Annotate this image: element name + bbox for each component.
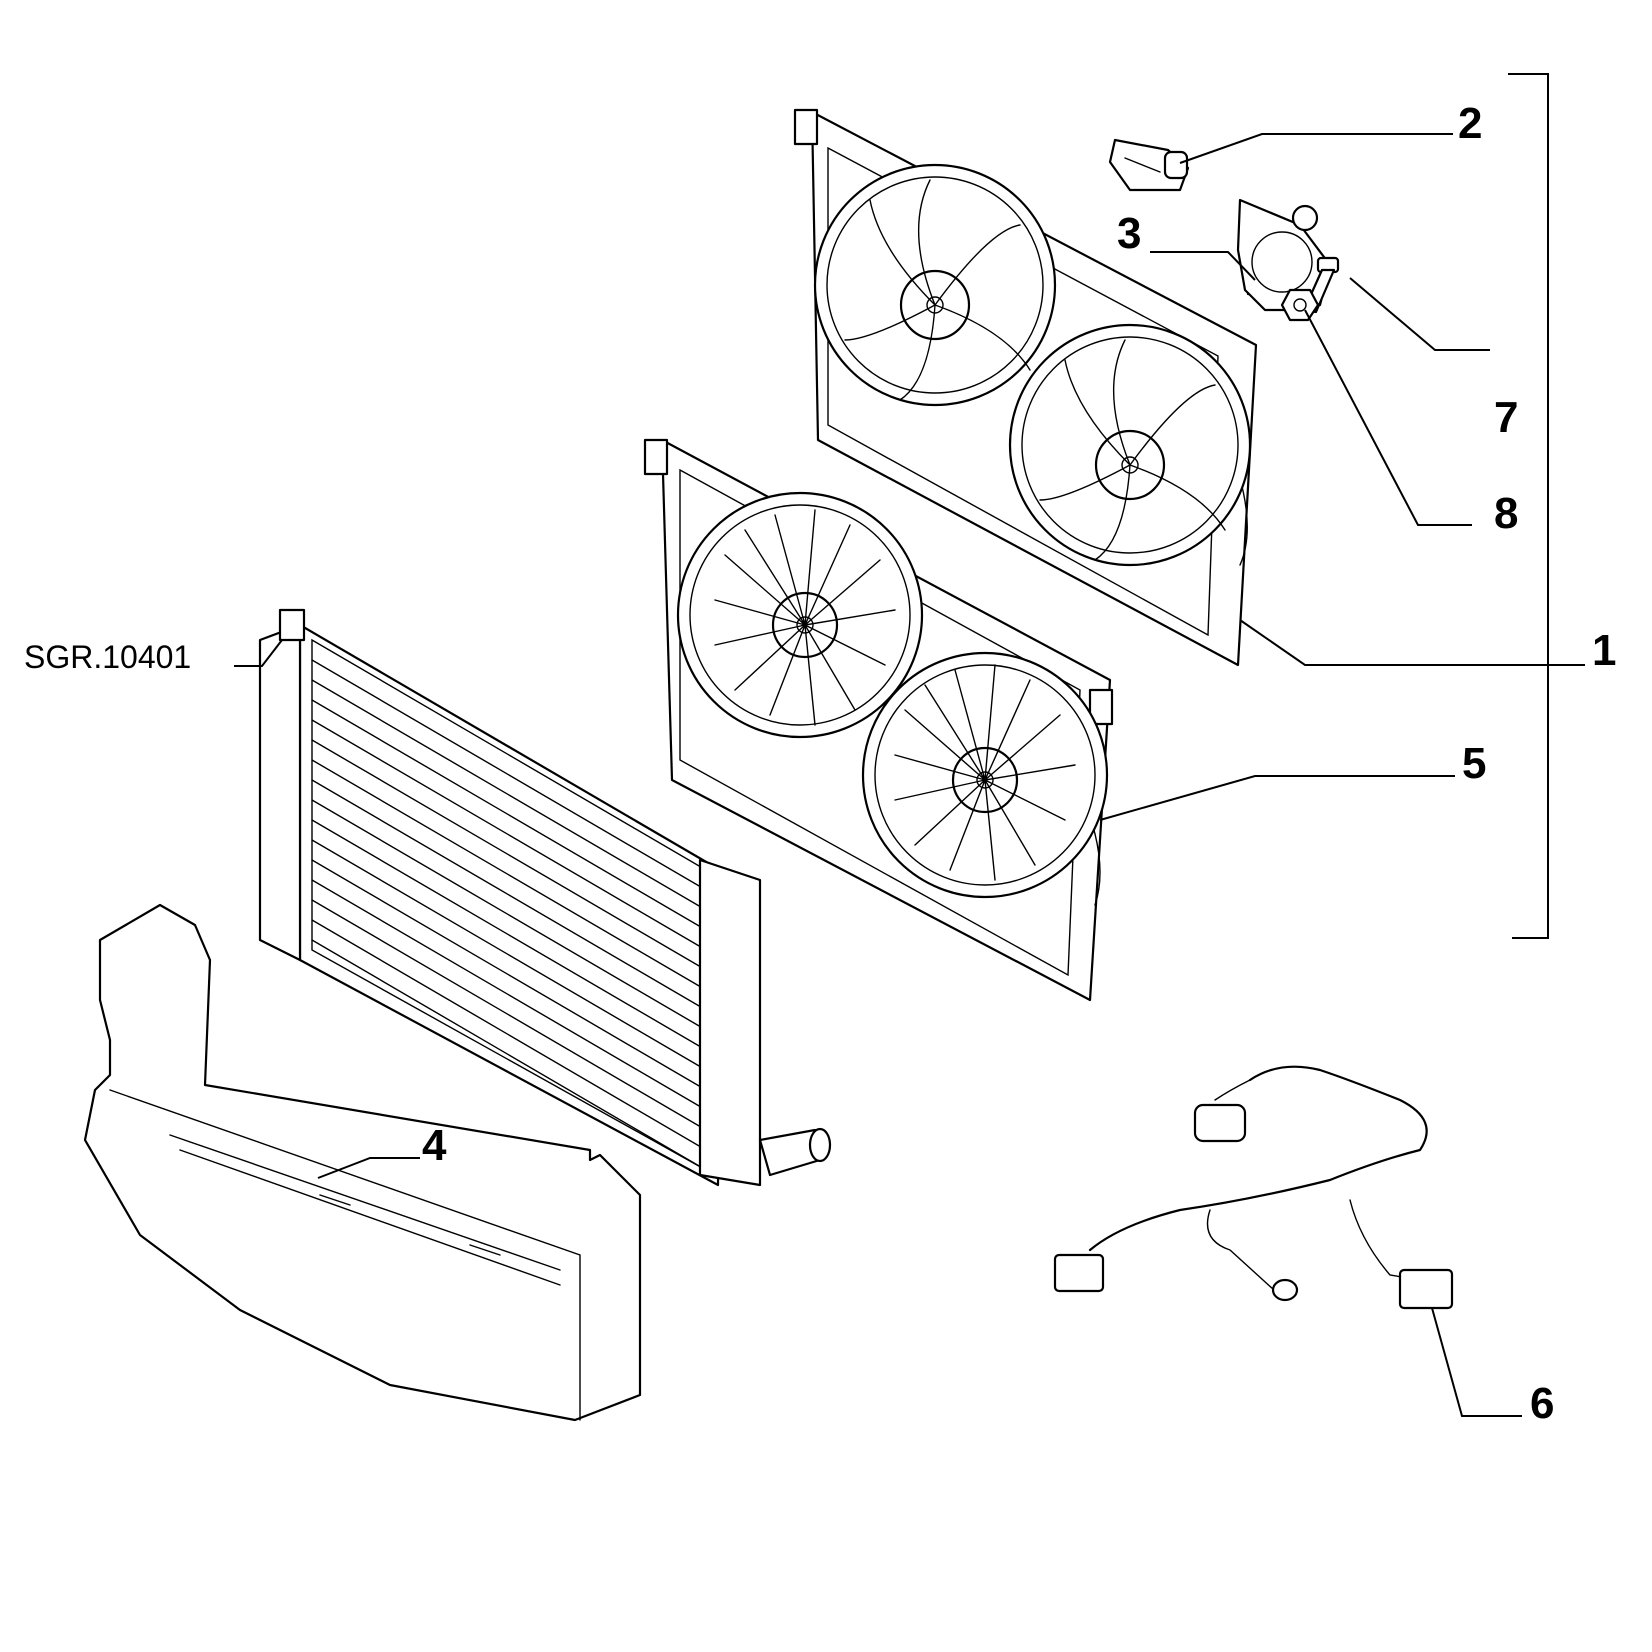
callout-4: 4 [422, 1121, 447, 1170]
leader-1 [1239, 619, 1585, 666]
leader-4 [317, 1157, 420, 1179]
leader-2 [1179, 133, 1453, 164]
reference-label: SGR.10401 [24, 639, 191, 675]
electric-fan-assembly[interactable] [643, 438, 1114, 1002]
group-bracket [1508, 73, 1549, 939]
callout-8: 8 [1494, 489, 1518, 538]
fan-shroud-assembly[interactable] [793, 108, 1272, 667]
radiator[interactable] [258, 608, 832, 1187]
leader-8 [1304, 309, 1472, 526]
callout-1: 1 [1592, 626, 1616, 675]
fan-resistor[interactable] [1108, 138, 1190, 192]
leader-5 [1099, 775, 1455, 821]
air-deflector[interactable] [83, 903, 642, 1422]
wiring-harness[interactable] [1053, 1065, 1454, 1310]
leader-3 [1150, 251, 1256, 281]
callout-6: 6 [1530, 1379, 1554, 1428]
callout-2: 2 [1458, 99, 1482, 148]
callout-5: 5 [1462, 739, 1486, 788]
leader-ref [234, 639, 283, 667]
nut[interactable] [1280, 288, 1320, 322]
fan-motor-plate[interactable] [1236, 198, 1332, 312]
leader-7 [1349, 277, 1490, 351]
callout-7: 7 [1494, 393, 1518, 442]
leader-6 [1431, 1307, 1522, 1417]
callout-3: 3 [1117, 209, 1141, 258]
